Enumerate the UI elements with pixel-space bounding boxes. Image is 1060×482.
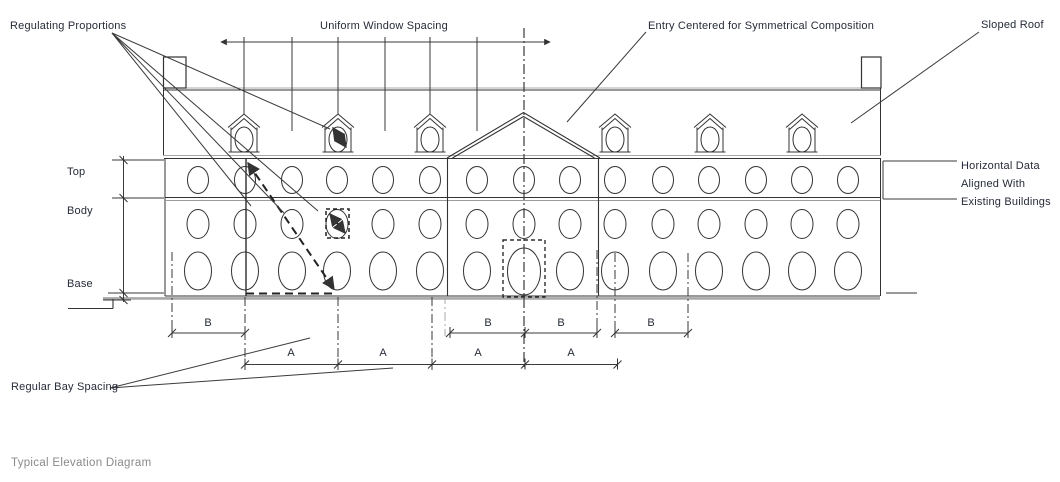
dim-a-3: A <box>474 347 482 359</box>
windows-base-row <box>184 251 862 291</box>
diagram-caption: Typical Elevation Diagram <box>11 457 152 469</box>
chimney-left <box>162 56 187 89</box>
dim-b-4: B <box>647 317 655 329</box>
dimension-drop-lines <box>171 250 689 370</box>
horizontal-datum-line2: Aligned With <box>961 178 1026 190</box>
facade-outline <box>103 158 881 300</box>
uniform-spacing-dimension <box>220 36 551 131</box>
dim-a-2: A <box>379 347 387 359</box>
bay-dimensions-a <box>240 358 622 370</box>
roof <box>163 87 881 159</box>
leader-lines <box>109 31 980 389</box>
story-dimension <box>103 155 164 305</box>
regular-bay-spacing-label: Regular Bay Spacing <box>11 381 119 393</box>
zone-label-body: Body <box>67 205 93 217</box>
dim-b-3: B <box>557 317 565 329</box>
zone-label-base: Base <box>67 278 93 290</box>
dim-a-4: A <box>567 347 575 359</box>
zone-label-top: Top <box>67 166 86 178</box>
ground-lines <box>68 292 917 310</box>
entry-centered-label: Entry Centered for Symmetrical Compositi… <box>648 20 875 32</box>
pediment <box>446 111 601 296</box>
windows-body-row <box>186 209 860 239</box>
bay-dimensions-b <box>167 326 693 339</box>
chimney-right <box>860 56 882 89</box>
dim-b-2: B <box>484 317 492 329</box>
horizontal-datum-label: Horizontal Data Aligned With Existing Bu… <box>961 157 1051 211</box>
regulating-overlay <box>245 126 350 296</box>
uniform-window-spacing-label: Uniform Window Spacing <box>320 20 448 32</box>
dim-a-1: A <box>287 347 295 359</box>
horizontal-datum-line1: Horizontal Data <box>961 160 1040 172</box>
windows-top-row <box>187 166 859 194</box>
dormers <box>227 113 819 153</box>
horizontal-datum-line3: Existing Buildings <box>961 196 1051 208</box>
regulating-proportions-label: Regulating Proportions <box>10 20 127 32</box>
dim-b-1: B <box>204 317 212 329</box>
datum-bracket <box>882 160 957 200</box>
sloped-roof-label: Sloped Roof <box>981 19 1044 31</box>
